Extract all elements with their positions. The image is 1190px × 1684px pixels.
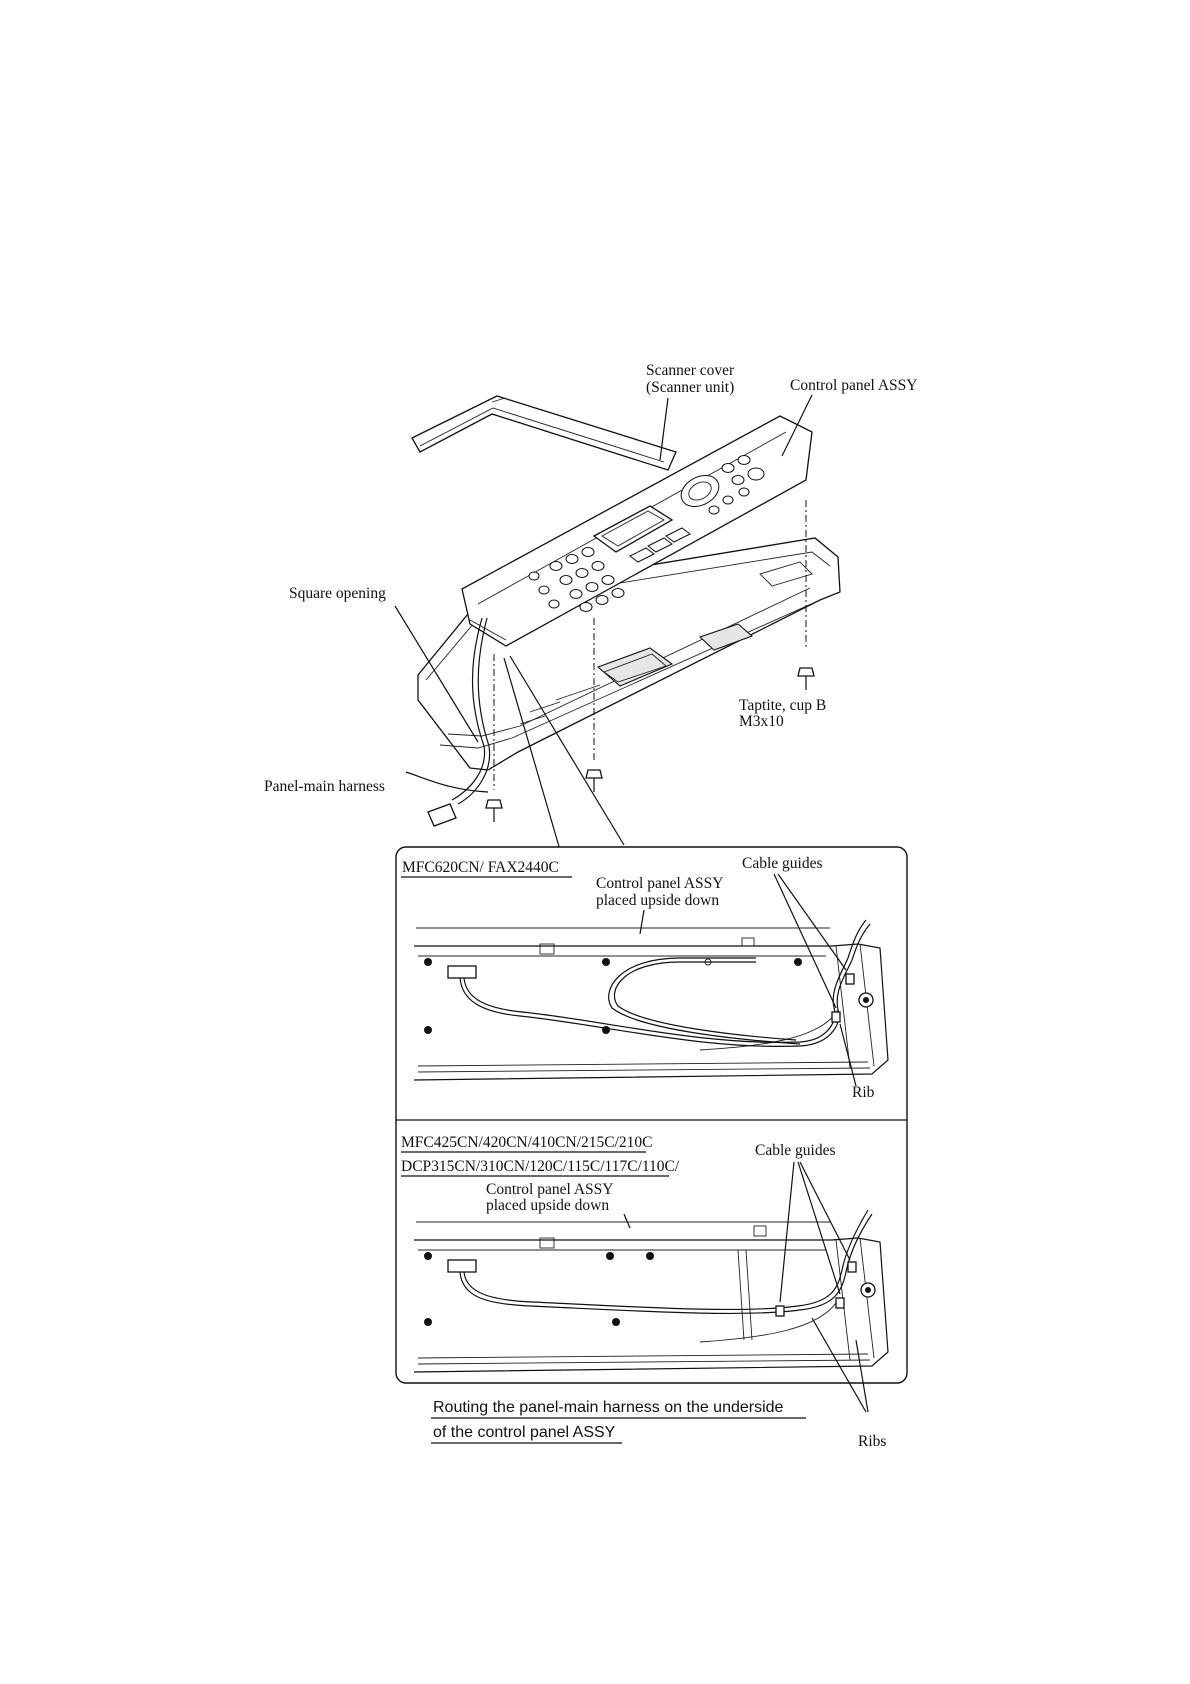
caption-line-1: Routing the panel-main harness on the un… — [433, 1399, 784, 1416]
scanner-unit-label: (Scanner unit) — [646, 379, 734, 396]
detail-top-cable-guides-label: Cable guides — [742, 855, 823, 872]
panel-main-harness — [427, 617, 491, 827]
figure-caption: Routing the panel-main harness on the un… — [431, 1399, 806, 1444]
detail-top-models: MFC620CN/ FAX2440C — [402, 859, 559, 876]
scanner-cover-label: Scanner cover — [646, 362, 735, 379]
square-opening-label: Square opening — [289, 585, 386, 602]
detail-bottom-models-2: DCP315CN/310CN/120C/115C/117C/110C/ — [401, 1158, 680, 1175]
detail-bottom-cable-guides-label: Cable guides — [755, 1142, 836, 1159]
scanner-cover — [411, 395, 677, 471]
detail-top: MFC620CN/ FAX2440C Cable guides Control … — [401, 855, 889, 1101]
taptite-label: Taptite, cup B — [739, 697, 826, 714]
detail-top-upside-down-label: placed upside down — [596, 892, 719, 909]
exploded-view: Scanner cover (Scanner unit) Control pan… — [264, 362, 917, 851]
detail-top-panel-label: Control panel ASSY — [596, 875, 723, 892]
control-panel-assy — [461, 415, 813, 647]
detail-bottom-panel-label: Control panel ASSY — [486, 1181, 613, 1198]
detail-bottom-models-1: MFC425CN/420CN/410CN/215C/210C — [401, 1134, 653, 1151]
detail-bottom-upside-down-label: placed upside down — [486, 1197, 609, 1214]
screw-size-label: M3x10 — [739, 713, 784, 730]
caption-line-2: of the control panel ASSY — [433, 1424, 616, 1441]
screw-center — [585, 769, 603, 792]
routing-detail-box: MFC620CN/ FAX2440C Cable guides Control … — [395, 846, 908, 1413]
screw-left — [485, 799, 503, 822]
control-panel-assy-label: Control panel ASSY — [790, 377, 917, 394]
screw-right — [797, 667, 815, 690]
detail-top-rib-label: Rib — [852, 1084, 875, 1101]
panel-main-harness-label: Panel-main harness — [264, 778, 385, 795]
ribs-label: Ribs — [858, 1433, 886, 1450]
detail-bottom: MFC425CN/420CN/410CN/215C/210C DCP315CN/… — [401, 1134, 889, 1413]
